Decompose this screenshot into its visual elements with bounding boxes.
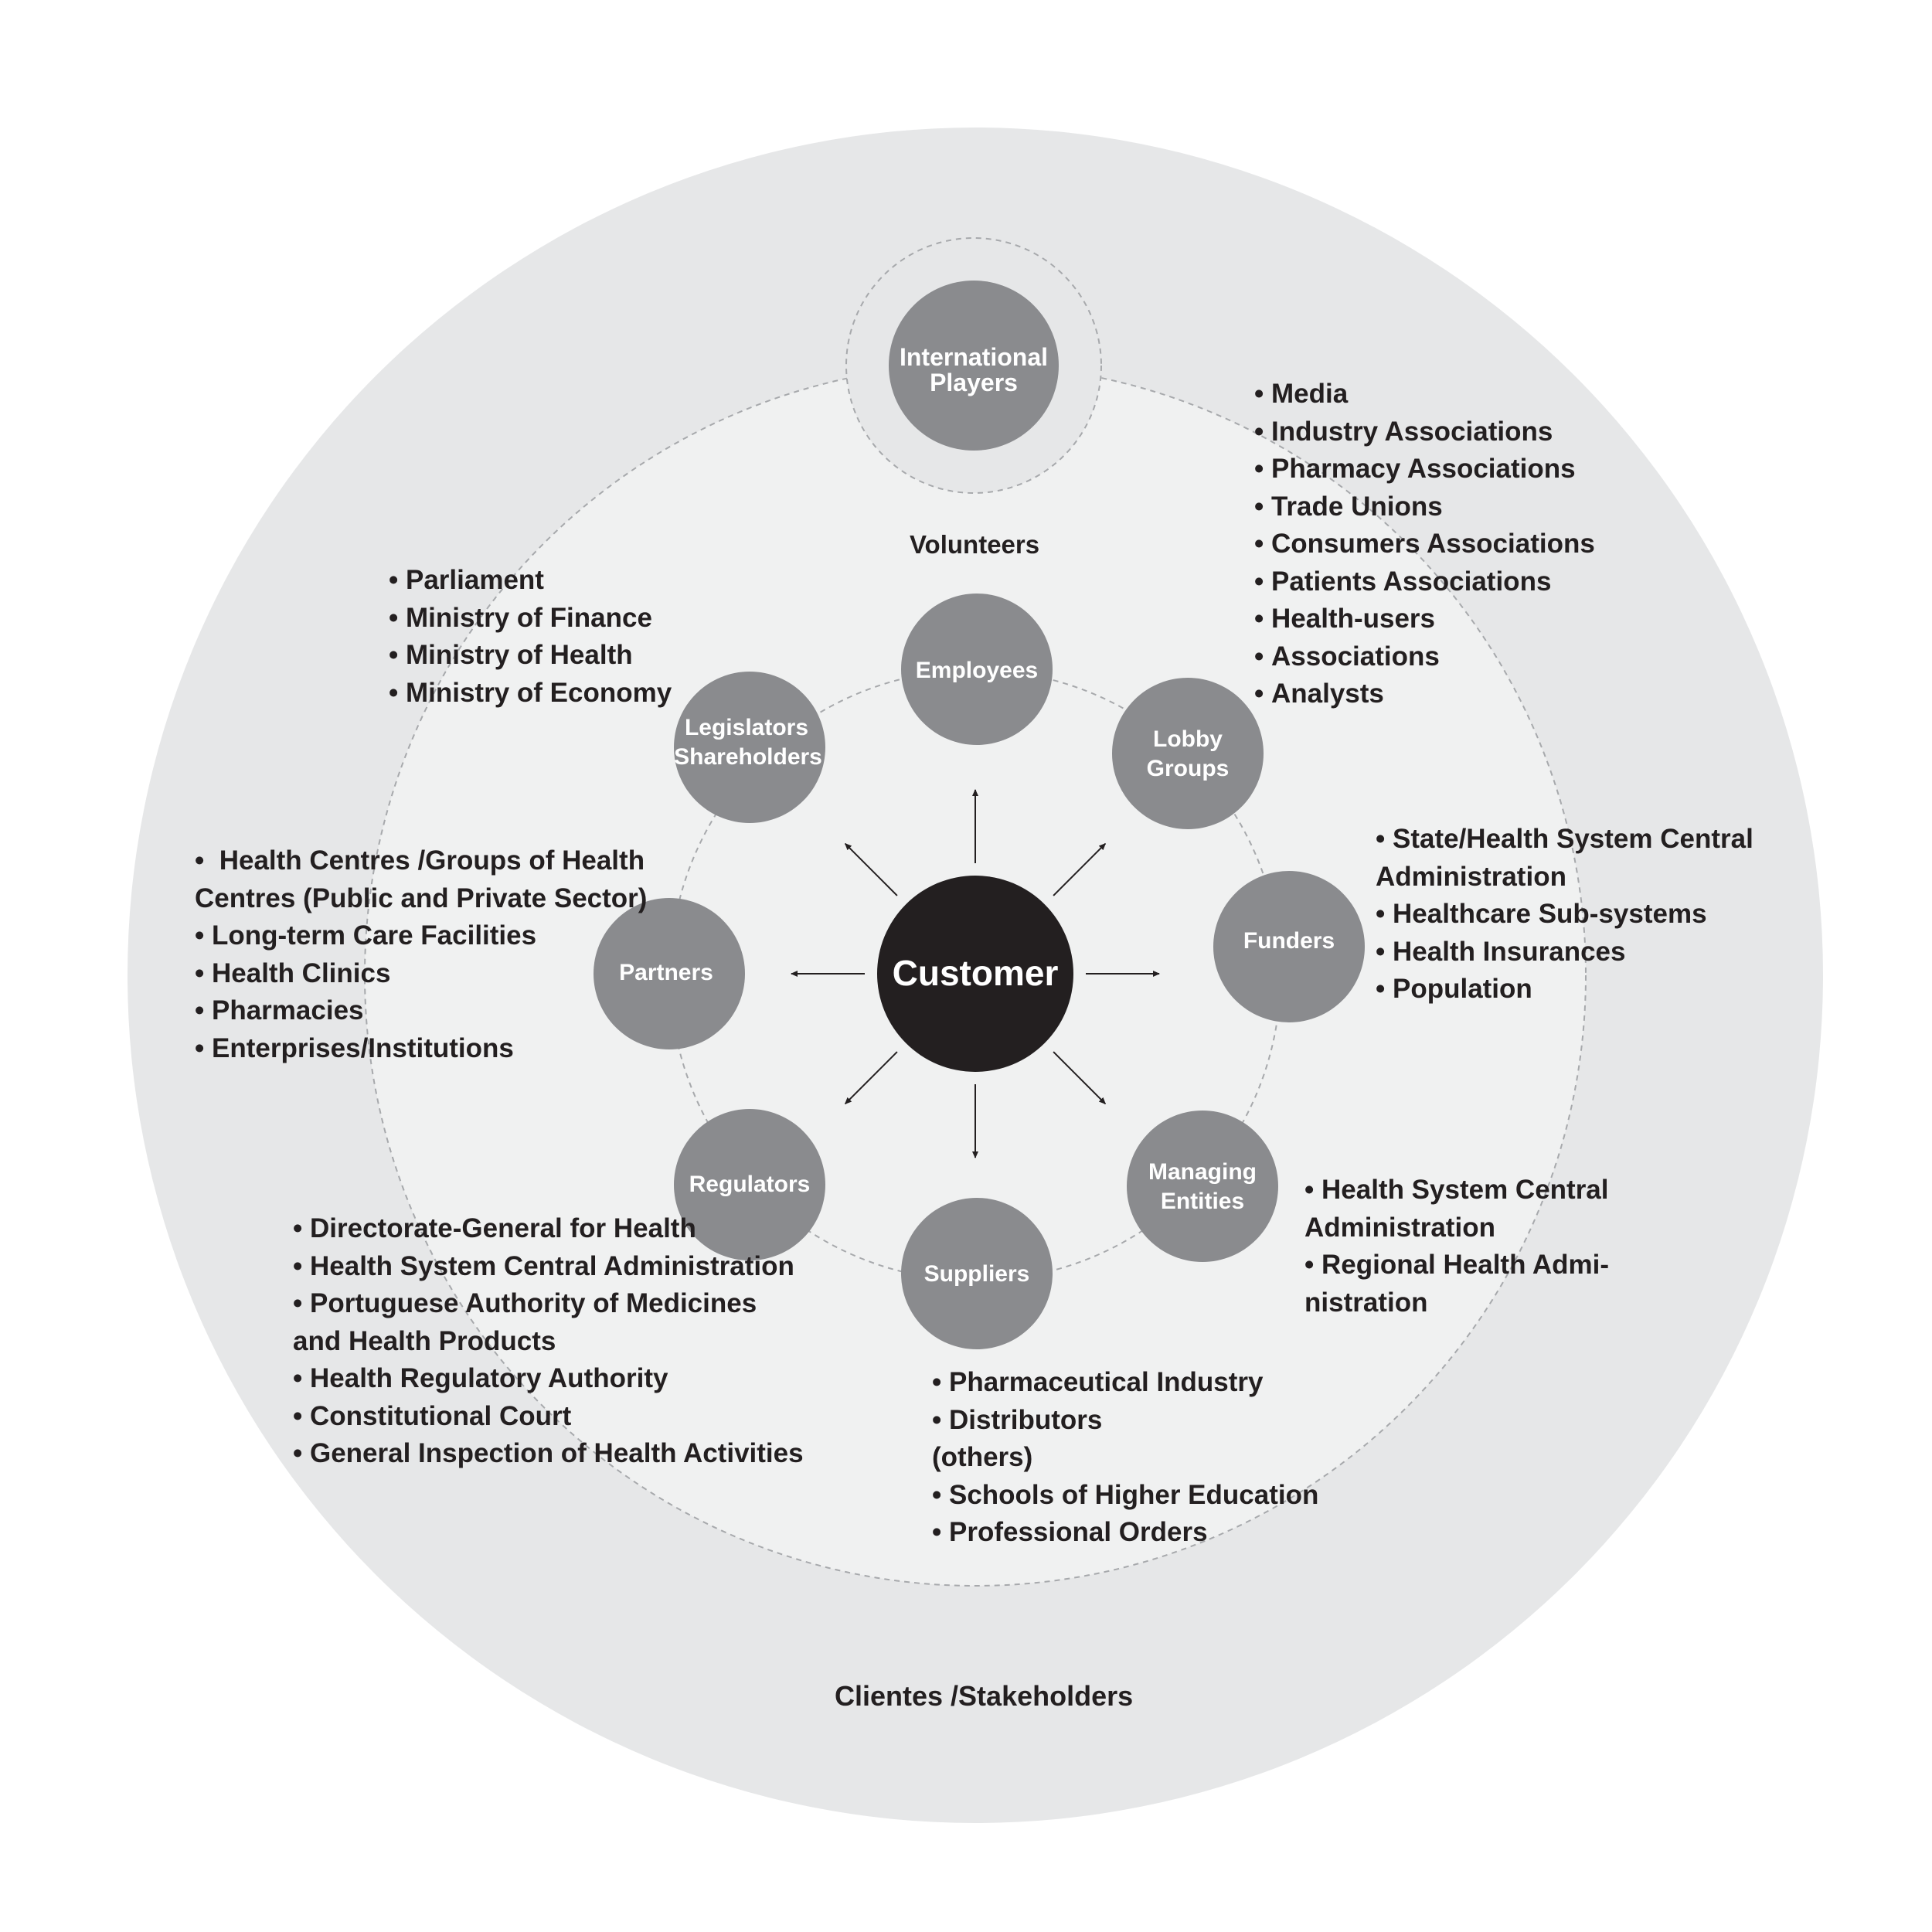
arrow-down-right xyxy=(1053,1051,1107,1105)
list-item: Constitutional Court xyxy=(293,1398,804,1436)
list-item: (others) xyxy=(932,1442,1033,1472)
list-item: Consumers Associations xyxy=(1254,526,1595,563)
node-label-line: Players xyxy=(930,369,1018,396)
regulators-list: Directorate-General for Health Health Sy… xyxy=(293,1210,804,1473)
list-item: Professional Orders xyxy=(932,1514,1318,1552)
list-item: Pharmacy Associations xyxy=(1254,451,1595,488)
list-item: State/Health System Central xyxy=(1376,821,1753,859)
list-item: Portuguese Authority of Medicines xyxy=(293,1285,804,1323)
list-item: Population xyxy=(1376,971,1753,1009)
lobby-groups-list: Media Industry Associations Pharmacy Ass… xyxy=(1254,376,1595,713)
list-item: Associations xyxy=(1254,638,1595,676)
list-item: Trade Unions xyxy=(1254,488,1595,526)
list-item: Ministry of Health xyxy=(389,637,672,675)
node-label-line: Funders xyxy=(1243,928,1335,954)
list-item: Health System Central Administration xyxy=(293,1248,804,1286)
list-item: Health Regulatory Authority xyxy=(293,1360,804,1398)
center-label: Customer xyxy=(893,953,1059,993)
node-label-line: Employees xyxy=(916,658,1038,683)
list-item: Analysts xyxy=(1254,675,1595,713)
arrow-down-left xyxy=(844,1051,898,1105)
list-item: Long-term Care Facilities xyxy=(195,917,647,955)
list-item: Ministry of Economy xyxy=(389,675,672,713)
arrows-group xyxy=(791,789,1160,1158)
funders-list: State/Health System Central Administrati… xyxy=(1376,821,1753,1009)
volunteers-label: Volunteers xyxy=(910,530,1040,559)
list-item: Administration xyxy=(1376,861,1566,892)
list-item: Distributors xyxy=(932,1402,1318,1440)
arrow-up-left xyxy=(844,842,898,896)
node-label-line: Entities xyxy=(1161,1189,1244,1214)
list-item: Health System Central xyxy=(1304,1172,1609,1209)
list-item: Administration xyxy=(1304,1212,1495,1243)
list-item: Schools of Higher Education xyxy=(932,1477,1318,1515)
list-item: Pharmacies xyxy=(195,992,647,1030)
node-label-line: Regulators xyxy=(689,1172,811,1197)
list-item: Centres (Public and Private Sector) xyxy=(195,883,648,913)
list-item: and Health Products xyxy=(293,1325,556,1356)
node-label-line: Shareholders xyxy=(674,744,822,770)
list-item: Health Clinics xyxy=(195,955,647,993)
list-item: Industry Associations xyxy=(1254,413,1595,451)
node-employees: Employees xyxy=(901,594,1053,745)
node-label-line: International xyxy=(900,343,1048,371)
node-label-line: Suppliers xyxy=(924,1261,1030,1287)
managing-entities-list: Health System Central Administration Reg… xyxy=(1304,1172,1609,1321)
list-item: Health-users xyxy=(1254,600,1595,638)
node-suppliers: Suppliers xyxy=(901,1198,1053,1349)
list-item: Pharmaceutical Industry xyxy=(932,1364,1318,1402)
list-item: Regional Health Admi- xyxy=(1304,1247,1609,1284)
list-item: Patients Associations xyxy=(1254,563,1595,601)
arrow-up-right xyxy=(1053,842,1107,896)
list-item: Directorate-General for Health xyxy=(293,1210,804,1248)
suppliers-list: Pharmaceutical Industry Distributors (ot… xyxy=(932,1364,1318,1552)
stakeholders-label: Clientes /Stakeholders xyxy=(835,1680,1134,1712)
list-item: Enterprises/Institutions xyxy=(195,1030,647,1068)
partners-list: Health Centres /Groups of Health Centres… xyxy=(195,842,647,1067)
node-label-line: Lobby xyxy=(1153,726,1223,752)
list-item: Ministry of Finance xyxy=(389,600,672,638)
list-item: Health Insurances xyxy=(1376,934,1753,971)
list-item: General Inspection of Health Activities xyxy=(293,1435,804,1473)
node-funders: Funders xyxy=(1213,871,1365,1022)
list-item: Media xyxy=(1254,376,1595,413)
list-item: Parliament xyxy=(389,562,672,600)
node-label-line: Legislators xyxy=(685,715,808,740)
list-item: Health Centres /Groups of Health xyxy=(195,842,647,880)
list-item: nistration xyxy=(1304,1287,1428,1318)
list-item: Healthcare Sub-systems xyxy=(1376,896,1753,934)
node-label-line: Managing xyxy=(1148,1159,1257,1185)
node-customer: Customer xyxy=(877,876,1073,1072)
node-label-line: Groups xyxy=(1147,756,1230,781)
legislators-list: Parliament Ministry of Finance Ministry … xyxy=(389,562,672,712)
